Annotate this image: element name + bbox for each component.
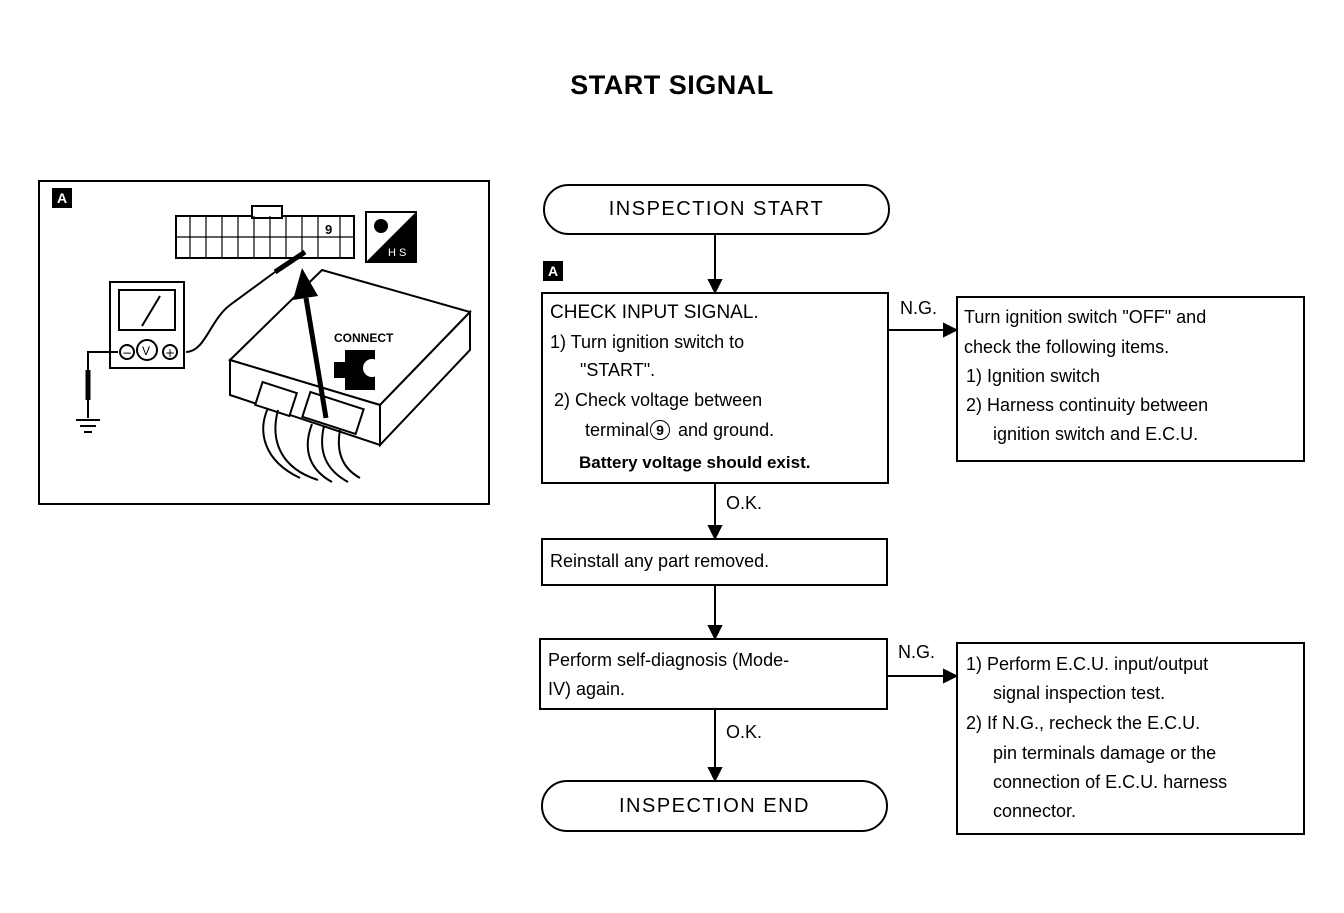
flow-arrows bbox=[707, 234, 959, 783]
ng1-line5: ignition switch and E.C.U. bbox=[993, 424, 1199, 444]
ng1-line3: 1) Ignition switch bbox=[966, 366, 1101, 386]
ground-icon bbox=[76, 419, 100, 433]
ng1-line2: check the following items. bbox=[964, 337, 1170, 357]
ok-label-2: O.K. bbox=[726, 722, 763, 742]
ng2-line4: pin terminals damage or the bbox=[993, 743, 1217, 763]
connect-label: CONNECT bbox=[334, 331, 394, 345]
ecu-unit bbox=[228, 268, 472, 448]
ng-label-2: N.G. bbox=[898, 642, 936, 662]
inspection-end: INSPECTION END bbox=[541, 780, 888, 832]
ng-label-1: N.G. bbox=[900, 298, 938, 318]
check-line2: "START". bbox=[580, 360, 656, 380]
figure-tag: A bbox=[52, 188, 72, 208]
selfdiag-line1: Perform self-diagnosis (Mode- bbox=[548, 650, 790, 670]
ng2-line2: signal inspection test. bbox=[993, 683, 1166, 703]
self-diagnosis-box bbox=[539, 638, 888, 710]
ng2-line3: 2) If N.G., recheck the E.C.U. bbox=[966, 713, 1201, 733]
voltmeter-icon bbox=[109, 281, 185, 369]
page-title: START SIGNAL bbox=[570, 70, 774, 100]
check-line3: 2) Check voltage between bbox=[554, 390, 763, 410]
ng2-line1: 1) Perform E.C.U. input/output bbox=[966, 654, 1209, 674]
reinstall-text: Reinstall any part removed. bbox=[550, 551, 770, 571]
step-tag: A bbox=[543, 261, 563, 281]
harness-side-icon bbox=[365, 211, 417, 263]
ng-action-box-2 bbox=[956, 642, 1305, 835]
terminal-number: 9 bbox=[325, 222, 332, 237]
ng1-line1: Turn ignition switch "OFF" and bbox=[964, 307, 1207, 327]
terminal-circle-number: 9 bbox=[656, 422, 664, 438]
meter-v: V bbox=[142, 344, 150, 358]
probe-arrow-icon bbox=[293, 268, 329, 419]
check-line1: 1) Turn ignition switch to bbox=[550, 332, 745, 352]
meter-minus: − bbox=[122, 346, 132, 360]
check-input-box bbox=[541, 292, 889, 484]
probe-lead bbox=[185, 271, 276, 353]
terminal-circle: 9 bbox=[650, 420, 670, 440]
check-title: CHECK INPUT SIGNAL. bbox=[550, 302, 759, 323]
ng1-line4: 2) Harness continuity between bbox=[966, 395, 1209, 415]
check-line4a: terminal bbox=[585, 420, 650, 440]
hs-label: H S bbox=[388, 247, 406, 259]
ng2-line6: connector. bbox=[993, 801, 1077, 821]
ng-action-box-1 bbox=[956, 296, 1305, 462]
inspection-start: INSPECTION START bbox=[543, 184, 890, 235]
check-line5: Battery voltage should exist. bbox=[579, 453, 811, 472]
connect-icon bbox=[334, 350, 381, 390]
meter-plus: + bbox=[165, 346, 175, 360]
check-line4b: and ground. bbox=[678, 420, 775, 440]
ok-label-1: O.K. bbox=[726, 493, 763, 513]
connector-icon bbox=[175, 205, 355, 259]
ng2-line5: connection of E.C.U. harness bbox=[993, 772, 1228, 792]
reinstall-box bbox=[541, 538, 888, 586]
selfdiag-line2: IV) again. bbox=[548, 679, 626, 699]
